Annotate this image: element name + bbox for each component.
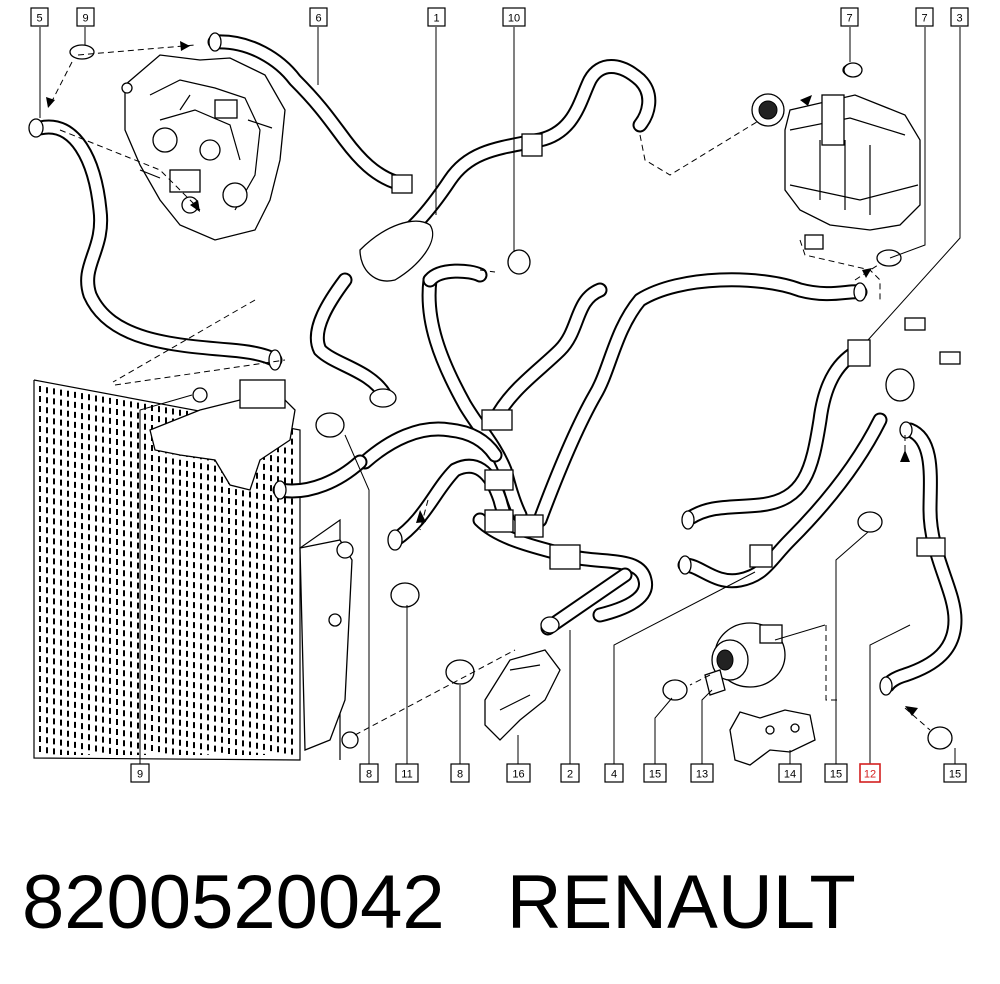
callout-2: 2: [560, 763, 580, 783]
expansion-tank: [751, 63, 921, 250]
callout-label: 1: [433, 13, 439, 25]
callout-label: 8: [457, 769, 463, 781]
caption: 8200520042 RENAULT: [22, 858, 856, 948]
callout-label: 16: [512, 769, 524, 781]
callout-4: 4: [604, 763, 624, 783]
callout-label: 13: [696, 769, 708, 781]
callout-7: 7: [840, 7, 859, 27]
callout-13: 13: [690, 763, 714, 783]
cooling-system-exploded-diagram: 5 9 6 1 10 7 7 3 9 8 11 8 16 2 4 15 13 1…: [28, 7, 969, 783]
callout-label: 7: [846, 13, 852, 25]
callout-label: 15: [949, 769, 961, 781]
callout-14: 14: [778, 763, 802, 783]
connector-bracket: [484, 649, 561, 741]
callout-9: 9: [130, 763, 150, 783]
callout-label: 5: [36, 13, 42, 25]
hose-6: [207, 32, 413, 194]
callout-8: 8: [359, 763, 379, 783]
callout-label: 15: [830, 769, 842, 781]
callout-9: 9: [76, 7, 95, 27]
callout-7: 7: [915, 7, 934, 27]
callout-10: 10: [502, 7, 526, 27]
part-number: 8200520042: [22, 860, 445, 945]
callout-1: 1: [427, 7, 446, 27]
callout-5: 5: [30, 7, 49, 27]
callout-label: 12: [864, 769, 876, 781]
electric-water-pump: [704, 622, 786, 696]
callouts-bottom: 9 8 11 8 16 2 4 15 13 14 15 12 15: [130, 763, 967, 783]
callout-label: 3: [956, 13, 962, 25]
callout-label: 2: [567, 769, 573, 781]
callout-8: 8: [450, 763, 470, 783]
brand-name: RENAULT: [506, 860, 856, 945]
callout-12-highlighted: 12: [859, 763, 881, 783]
central-hose-junction: [272, 263, 868, 623]
callout-label: 9: [82, 13, 88, 25]
callout-label: 8: [366, 769, 372, 781]
callout-6: 6: [309, 7, 328, 27]
callout-label: 15: [649, 769, 661, 781]
callout-11: 11: [395, 763, 419, 783]
hose-3: [681, 339, 871, 530]
callout-15: 15: [943, 763, 967, 783]
callout-15: 15: [643, 763, 667, 783]
hose-2: [540, 567, 633, 636]
callout-label: 4: [611, 769, 617, 781]
callout-label: 6: [315, 13, 321, 25]
clamps: [69, 44, 953, 750]
hose-12: [879, 421, 963, 696]
callout-label: 11: [401, 769, 412, 781]
hose-1: [359, 59, 657, 282]
callouts-top: 5 9 6 1 10 7 7 3: [30, 7, 969, 27]
callout-label: 14: [784, 769, 796, 781]
bleed-valve-assembly: [149, 379, 296, 491]
callout-15: 15: [824, 763, 848, 783]
hose-4: [677, 317, 961, 589]
leader-lines: [39, 27, 961, 764]
callout-label: 10: [508, 13, 520, 25]
pump-bracket: [729, 709, 816, 766]
assembly-guide-lines: [46, 41, 931, 736]
water-outlet-housing: [121, 54, 286, 241]
callout-label: 7: [921, 13, 927, 25]
callout-3: 3: [950, 7, 969, 27]
callout-16: 16: [506, 763, 531, 783]
hose-5: [28, 118, 283, 371]
callout-label: 9: [137, 769, 143, 781]
